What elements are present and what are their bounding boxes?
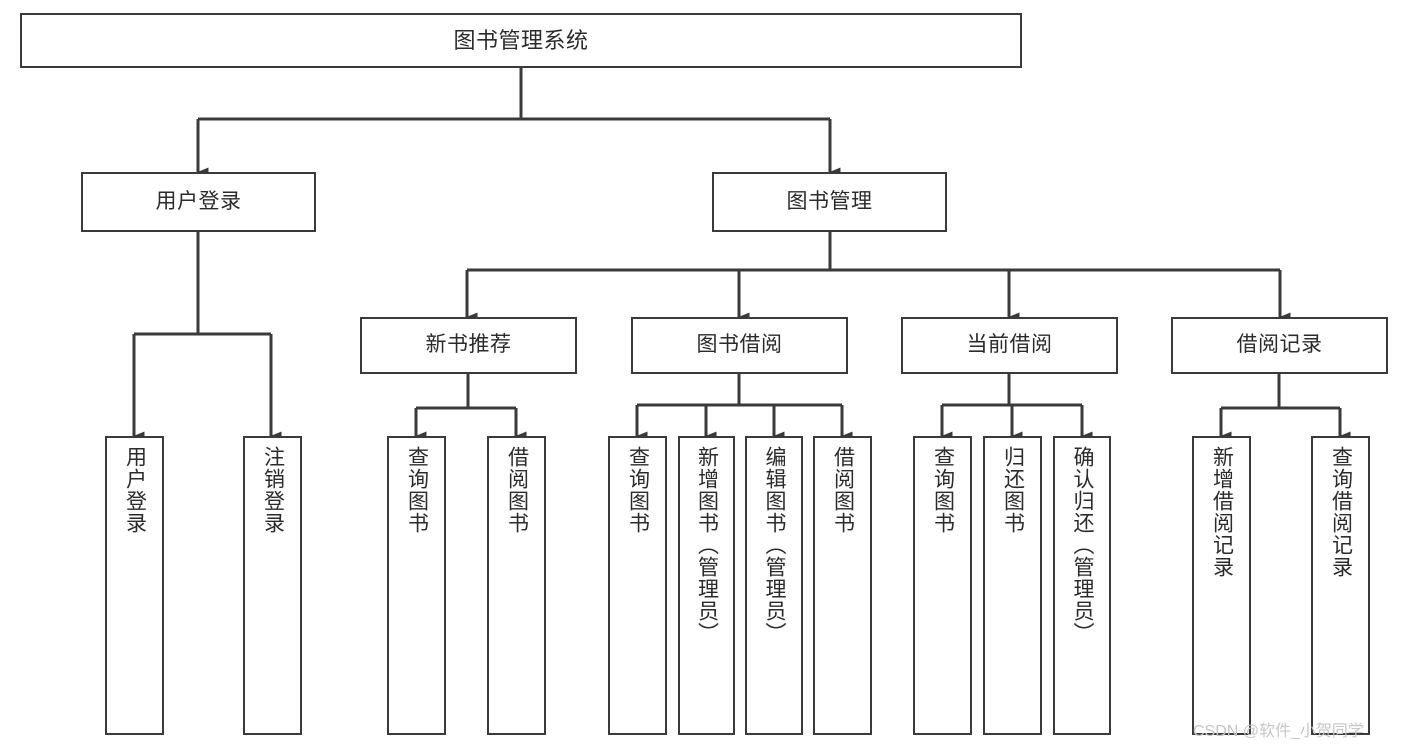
node-leaf-query-book-borrow[interactable]: 查询图书 bbox=[608, 436, 667, 735]
node-new-book-recommend[interactable]: 新书推荐 bbox=[360, 317, 577, 374]
node-leaf-query-book-rec-label: 查询图书 bbox=[405, 446, 429, 534]
node-leaf-return-book[interactable]: 归还图书 bbox=[983, 436, 1042, 735]
node-borrow-record-label: 借阅记录 bbox=[1236, 333, 1323, 357]
node-leaf-query-book-rec[interactable]: 查询图书 bbox=[387, 436, 446, 735]
node-leaf-logout-login[interactable]: 注销登录 bbox=[243, 436, 302, 735]
node-leaf-query-book-borrow-label: 查询图书 bbox=[626, 446, 650, 534]
node-leaf-query-borrow-record[interactable]: 查询借阅记录 bbox=[1311, 436, 1370, 735]
node-leaf-borrow-book-label: 借阅图书 bbox=[831, 446, 855, 534]
node-leaf-add-borrow-record-label: 新增借阅记录 bbox=[1210, 446, 1234, 578]
node-book-management[interactable]: 图书管理 bbox=[712, 172, 947, 232]
node-root-system[interactable]: 图书管理系统 bbox=[20, 13, 1022, 68]
node-leaf-borrow-book-rec[interactable]: 借阅图书 bbox=[487, 436, 546, 735]
node-leaf-user-login-label: 用户登录 bbox=[123, 446, 147, 534]
node-leaf-query-book-current-label: 查询图书 bbox=[931, 446, 955, 534]
node-leaf-query-book-current[interactable]: 查询图书 bbox=[913, 436, 972, 735]
node-leaf-add-borrow-record[interactable]: 新增借阅记录 bbox=[1192, 436, 1251, 735]
node-leaf-edit-book-admin[interactable]: 编辑图书（管理员） bbox=[745, 436, 803, 735]
node-leaf-user-login[interactable]: 用户登录 bbox=[105, 436, 164, 735]
node-leaf-logout-login-label: 注销登录 bbox=[261, 446, 285, 534]
node-root-system-label: 图书管理系统 bbox=[453, 27, 589, 53]
node-leaf-borrow-book[interactable]: 借阅图书 bbox=[813, 436, 872, 735]
node-leaf-add-book-admin-label: 新增图书（管理员） bbox=[695, 446, 719, 644]
node-new-book-recommend-label: 新书推荐 bbox=[425, 333, 512, 357]
node-leaf-query-borrow-record-label: 查询借阅记录 bbox=[1329, 446, 1353, 578]
node-user-login[interactable]: 用户登录 bbox=[81, 172, 316, 232]
node-leaf-confirm-return-admin[interactable]: 确认归还（管理员） bbox=[1053, 436, 1111, 735]
node-leaf-add-book-admin[interactable]: 新增图书（管理员） bbox=[678, 436, 735, 735]
node-book-borrow-label: 图书借阅 bbox=[696, 333, 783, 357]
node-current-borrow-label: 当前借阅 bbox=[966, 333, 1053, 357]
node-leaf-borrow-book-rec-label: 借阅图书 bbox=[505, 446, 529, 534]
node-borrow-record[interactable]: 借阅记录 bbox=[1171, 317, 1388, 374]
node-leaf-return-book-label: 归还图书 bbox=[1001, 446, 1025, 534]
node-book-borrow[interactable]: 图书借阅 bbox=[631, 317, 848, 374]
node-leaf-edit-book-admin-label: 编辑图书（管理员） bbox=[763, 446, 787, 644]
node-book-management-label: 图书管理 bbox=[786, 189, 873, 213]
node-leaf-confirm-return-admin-label: 确认归还（管理员） bbox=[1071, 446, 1095, 644]
node-user-login-label: 用户登录 bbox=[155, 189, 242, 213]
node-current-borrow[interactable]: 当前借阅 bbox=[901, 317, 1118, 374]
